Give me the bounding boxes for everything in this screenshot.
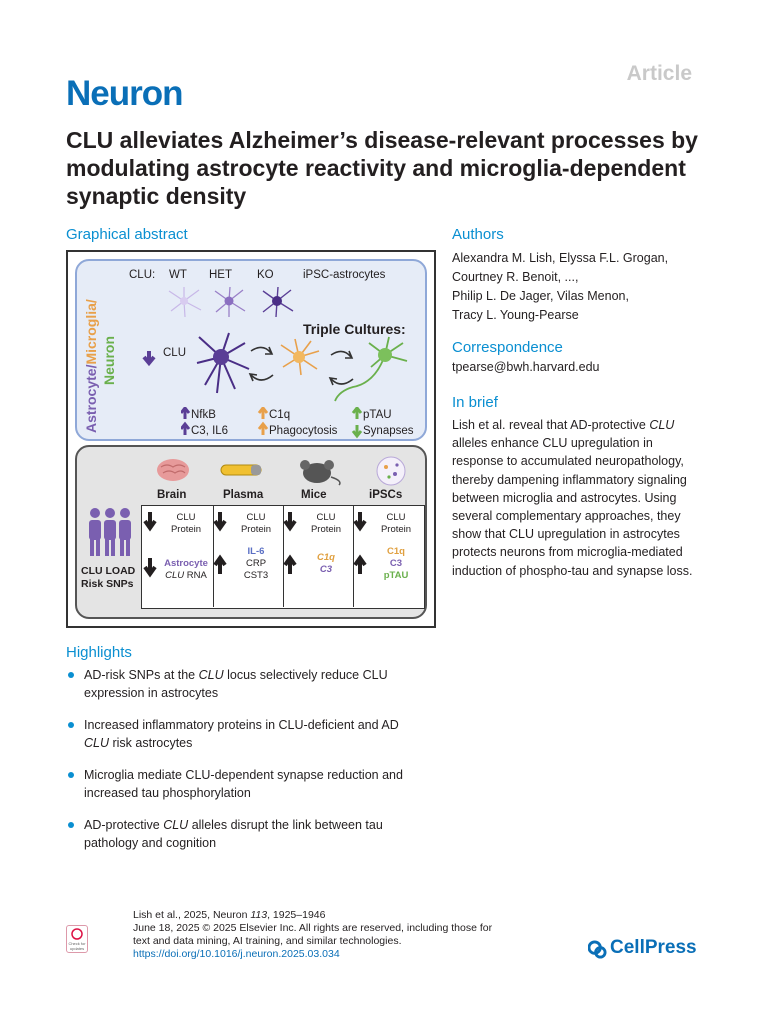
author-line: Tracy L. Young-Pearse <box>452 308 579 322</box>
ga-effect-arrows <box>181 407 363 439</box>
ga-genotype-wt: WT <box>169 269 187 281</box>
ga-effect-synapses: Synapses <box>363 425 414 437</box>
correspondence-heading: Correspondence <box>452 339 563 356</box>
ga-culture-panel: Astrocyte/Microglia/ Neuron CLU: WT HET … <box>75 259 427 441</box>
bullet-icon <box>68 672 74 678</box>
ga-side-label: Astrocyte/Microglia/ <box>83 299 99 433</box>
author-line: Alexandra M. Lish, Elyssa F.L. Grogan, <box>452 251 669 265</box>
ga-effect-nfkb: NfkB <box>191 409 216 421</box>
ga-risk-snp-panel: Brain Plasma Mice iPSCs CLU LOAD Risk SN… <box>75 445 427 619</box>
highlights-heading: Highlights <box>66 644 132 661</box>
highlight-item: AD-risk SNPs at the CLU locus selectivel… <box>66 666 426 702</box>
highlight-item: Microglia mediate CLU-dependent synapse … <box>66 766 426 802</box>
in-brief-text: Lish et al. reveal that AD-protective CL… <box>452 418 693 578</box>
ga-side-label-neuron: Neuron <box>101 336 117 385</box>
ga-effect-ptau: pTAU <box>363 409 392 421</box>
highlight-item: Increased inflammatory proteins in CLU-d… <box>66 716 426 752</box>
paper-title: CLU alleviates Alzheimer’s disease-relev… <box>66 127 698 209</box>
ga-snp-label-2: Risk SNPs <box>81 578 134 590</box>
ga-source-mice: Mice <box>301 489 327 501</box>
bullet-icon <box>68 722 74 728</box>
bullet-icon <box>68 822 74 828</box>
ga-table-arrows <box>143 512 367 578</box>
ga-source-brain: Brain <box>157 489 187 501</box>
ga-astrocyte-genotype-icons <box>168 286 294 318</box>
graphical-abstract-heading: Graphical abstract <box>66 226 188 243</box>
cellpress-logo[interactable]: CellPress <box>610 937 697 958</box>
journal-logo[interactable]: Neuron <box>66 74 183 113</box>
ga-effect-c3-il6: C3, IL6 <box>191 425 229 437</box>
ga-triple-culture-cells <box>142 332 408 402</box>
ga-snp-label-1: CLU LOAD <box>81 565 136 577</box>
article-type-label: Article <box>626 62 692 85</box>
ga-source-ipscs: iPSCs <box>369 489 403 501</box>
ga-cell-plasma-row2: IL-6 CRP CST3 <box>243 546 269 581</box>
highlights-list: AD-risk SNPs at the CLU locus selectivel… <box>66 666 426 866</box>
cellpress-logo-icon <box>588 940 607 959</box>
ga-cell-mice-row2: C1q C3 <box>317 552 335 575</box>
update-icon <box>71 928 83 940</box>
ga-genotype-ko: KO <box>257 269 274 281</box>
doi-link[interactable]: https://doi.org/10.1016/j.neuron.2025.03… <box>133 948 340 960</box>
ga-effect-phagocytosis: Phagocytosis <box>269 425 338 437</box>
ga-cell-ipscs-row2: C1q C3 pTAU <box>383 546 409 581</box>
citation-footer: Lish et al., 2025, Neuron 113, 1925–1946… <box>133 909 553 961</box>
graphical-abstract: Astrocyte/Microglia/ Neuron CLU: WT HET … <box>66 250 436 628</box>
ga-genotype-het: HET <box>209 269 232 281</box>
check-for-updates-badge[interactable]: Check for updates <box>66 925 88 953</box>
ga-effect-c1q: C1q <box>269 409 291 421</box>
ga-clu-down-label: CLU <box>163 347 187 359</box>
ga-source-icons <box>157 456 406 486</box>
authors-heading: Authors <box>452 226 504 243</box>
ga-cell-brain-row2: Astrocyte CLU RNA <box>164 558 208 581</box>
highlight-item: AD-protective CLU alleles disrupt the li… <box>66 816 426 852</box>
author-line: Courtney R. Benoit, ..., <box>452 270 579 284</box>
author-line: Philip L. De Jager, Vilas Menon, <box>452 289 629 303</box>
authors-list: Alexandra M. Lish, Elyssa F.L. Grogan, C… <box>452 249 702 325</box>
bullet-icon <box>68 772 74 778</box>
ga-clu-label: CLU: <box>129 269 156 281</box>
ga-ipsc-label: iPSC-astrocytes <box>303 269 386 281</box>
ga-source-plasma: Plasma <box>223 489 264 501</box>
ga-triple-cultures-label: Triple Cultures: <box>303 321 406 337</box>
people-icon <box>89 508 131 556</box>
correspondence-email[interactable]: tpearse@bwh.harvard.edu <box>452 360 600 374</box>
in-brief-heading: In brief <box>452 394 498 411</box>
